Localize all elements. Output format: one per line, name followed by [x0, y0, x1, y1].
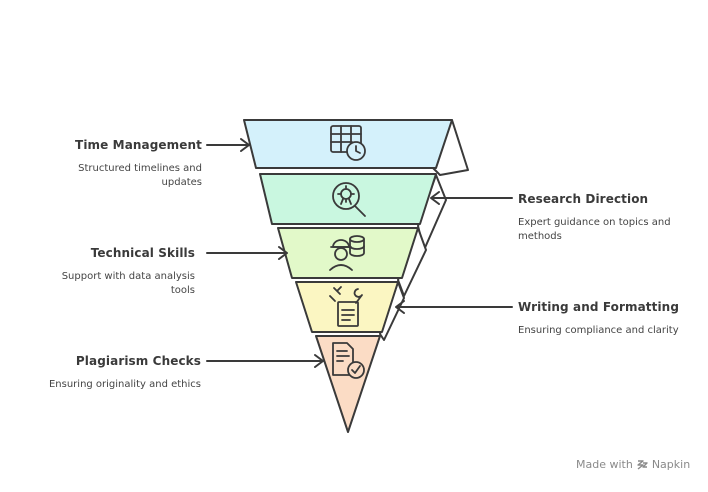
- funnel-band-technical-skills: [277, 227, 419, 279]
- funnel-band-time-management: [243, 119, 453, 169]
- label-title: Time Management: [75, 138, 202, 152]
- label-writing-formatting: Writing and Formatting Ensuring complian…: [518, 300, 693, 338]
- label-description: Ensuring compliance and clarity: [518, 325, 679, 336]
- label-title: Plagiarism Checks: [75, 354, 201, 368]
- document-tools-icon: [329, 286, 363, 327]
- label-description: Structured timelines and updates: [78, 163, 202, 188]
- napkin-logo-icon: [637, 460, 648, 470]
- label-description: Support with data analysis tools: [61, 271, 195, 296]
- funnel-band-plagiarism-checks: [315, 335, 381, 433]
- label-title: Technical Skills: [90, 246, 195, 260]
- calendar-clock-icon: [330, 125, 366, 161]
- watermark-brand: Napkin: [651, 458, 691, 471]
- arrows: [206, 138, 513, 368]
- search-gear-icon: [332, 182, 366, 217]
- label-title: Writing and Formatting: [518, 300, 680, 314]
- label-technical-skills: Technical Skills Support with data analy…: [35, 246, 195, 298]
- label-research-direction: Research Direction Expert guidance on to…: [518, 192, 688, 244]
- napkin-watermark[interactable]: Made with Napkin: [576, 458, 690, 471]
- engineer-database-icon: [329, 235, 365, 271]
- funnel-band-writing-formatting: [295, 281, 399, 333]
- label-description: Expert guidance on topics and methods: [518, 217, 671, 242]
- label-time-management: Time Management Structured timelines and…: [42, 138, 202, 190]
- label-description: Ensuring originality and ethics: [48, 379, 201, 390]
- label-title: Research Direction: [518, 192, 649, 206]
- document-check-icon: [332, 342, 365, 379]
- label-plagiarism-checks: Plagiarism Checks Ensuring originality a…: [41, 354, 201, 392]
- watermark-text: Made with: [576, 458, 633, 471]
